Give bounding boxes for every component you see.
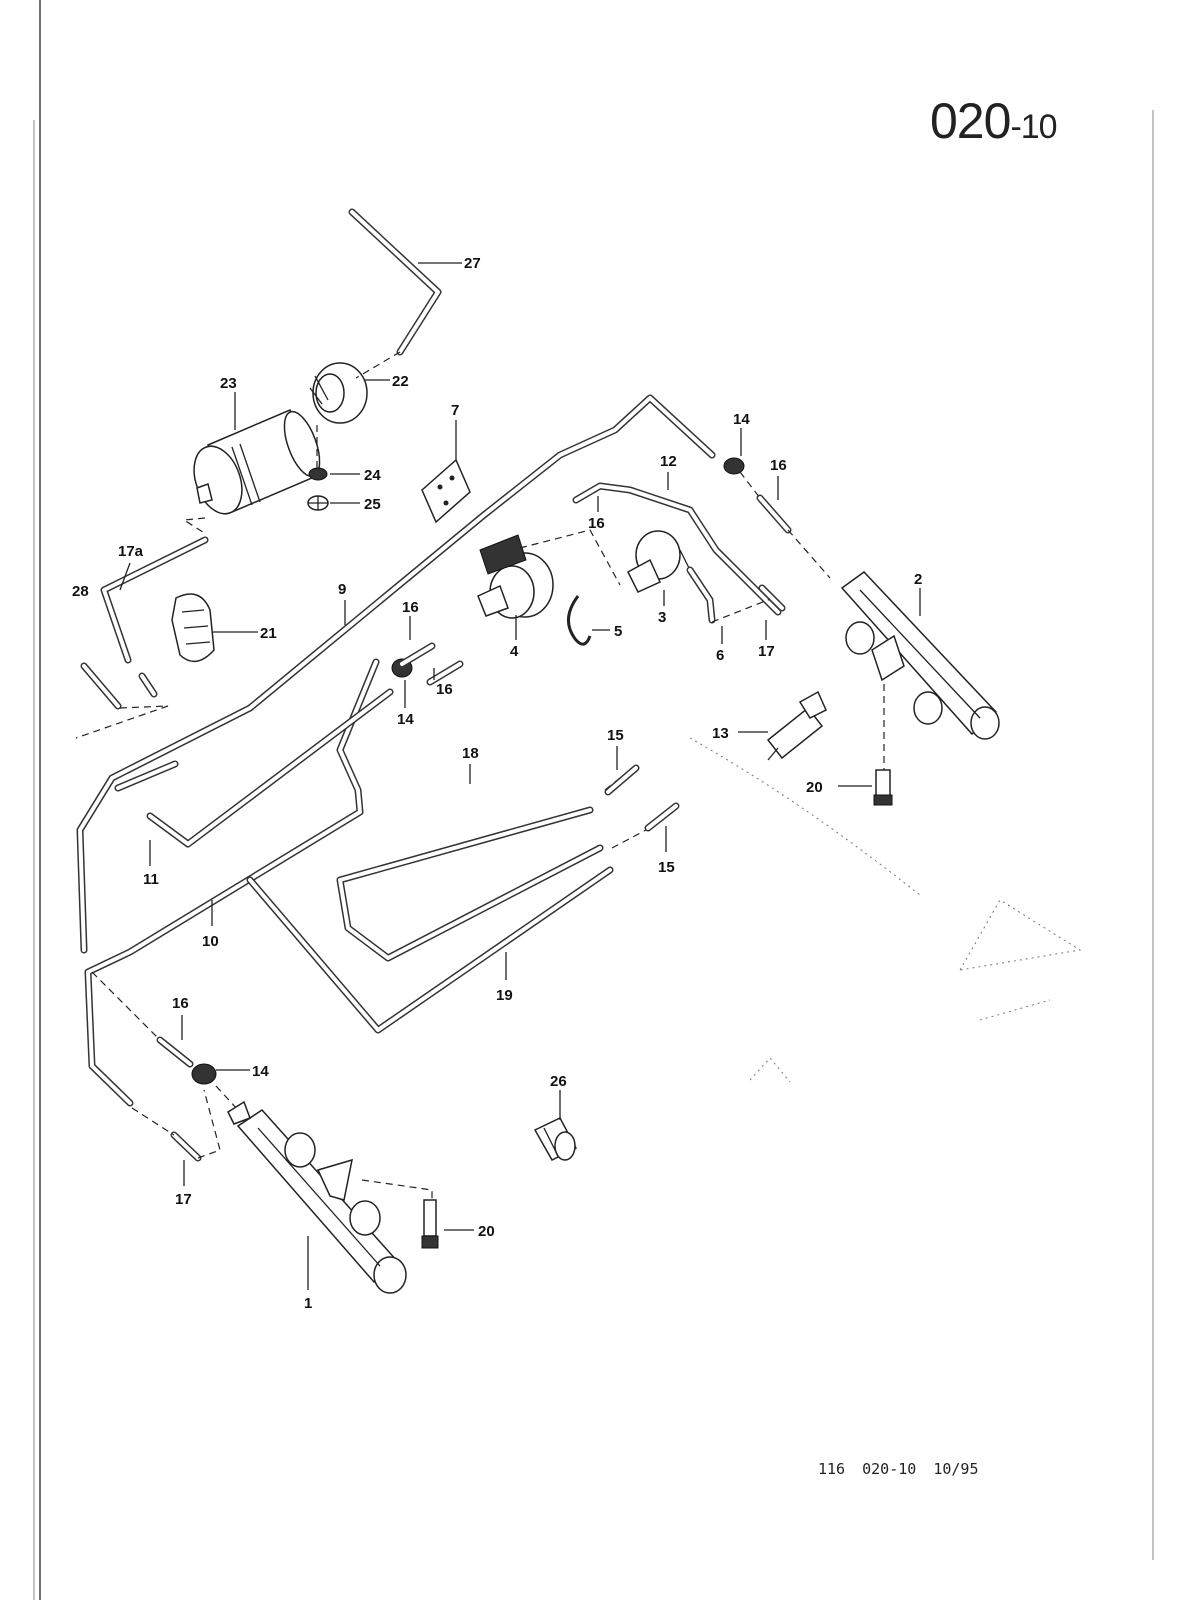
part-16-hose-lower	[156, 1036, 194, 1068]
part-19-line	[246, 866, 614, 1034]
callout-16-upper: 16	[588, 515, 605, 532]
callout-15-b: 15	[658, 859, 675, 876]
callout-24: 24	[364, 467, 381, 484]
callout-19: 19	[496, 987, 513, 1004]
callout-28: 28	[72, 583, 89, 600]
callout-27: 27	[464, 255, 481, 272]
part-18-line	[336, 806, 604, 962]
part-28-hose-piece	[80, 662, 158, 710]
callout-26: 26	[550, 1073, 567, 1090]
part-6-line	[686, 566, 716, 624]
part-15-hose-b	[644, 802, 680, 832]
callout-5: 5	[614, 623, 622, 640]
callout-13: 13	[712, 725, 729, 742]
part-10-fuel-line	[84, 658, 380, 1107]
callout-10: 10	[202, 933, 219, 950]
part-15-hose-a	[604, 764, 640, 796]
part-3-pressure-regulator	[627, 530, 691, 593]
part-17-hose-right	[758, 584, 786, 612]
callout-7: 7	[451, 402, 459, 419]
callout-6: 6	[716, 647, 724, 664]
part-26-plug	[533, 1117, 578, 1161]
callout-14-bottom: 14	[252, 1063, 269, 1080]
callout-21: 21	[260, 625, 277, 642]
part-17-hose-lower	[170, 1131, 202, 1162]
part-5-wire	[567, 595, 592, 646]
callout-2: 2	[914, 571, 922, 588]
callout-18: 18	[462, 745, 479, 762]
callout-1: 1	[304, 1295, 312, 1312]
part-20-bolt-lower	[421, 1199, 439, 1249]
page-code-header: 020-10	[930, 92, 1058, 150]
page-code-sub: -10	[1010, 108, 1057, 146]
callout-4: 4	[510, 643, 519, 660]
part-25-seal	[307, 495, 329, 511]
part-9-fuel-line	[76, 394, 716, 954]
part-4-fuel-pump	[477, 534, 554, 619]
callout-16-lower: 16	[172, 995, 189, 1012]
callout-16-right: 16	[770, 457, 787, 474]
callout-20-right: 20	[806, 779, 823, 796]
part-2-fuel-rail	[840, 571, 1000, 740]
callout-17a: 17a	[118, 543, 144, 560]
part-13-injector	[766, 690, 827, 761]
part-23-fuel-filter	[193, 408, 321, 515]
callout-16-mid-b: 16	[436, 681, 453, 698]
page-code-footer: 116 020-10 10/95	[818, 1460, 979, 1478]
part-21-clip	[171, 593, 215, 663]
callout-23: 23	[220, 375, 237, 392]
callout-12: 12	[660, 453, 677, 470]
callout-9: 9	[338, 581, 346, 598]
part-16-hose-mid-b	[426, 660, 464, 686]
callout-22: 22	[392, 373, 409, 390]
callout-14-middle: 14	[397, 711, 414, 728]
part-1-fuel-rail	[227, 1100, 407, 1294]
callout-15-a: 15	[607, 727, 624, 744]
callout-17-lower: 17	[175, 1191, 192, 1208]
part-12-line	[572, 482, 782, 616]
callout-leader-lines	[119, 262, 921, 1290]
part-14-clamp-bottom	[191, 1063, 217, 1085]
callout-3: 3	[658, 609, 666, 626]
pencil-sketch-marks	[689, 737, 1082, 1083]
part-11-return-line	[114, 688, 394, 848]
callout-25: 25	[364, 496, 381, 513]
part-17a-hose	[100, 536, 209, 664]
part-20-bolt-right	[873, 769, 893, 806]
part-16-hose-mid-a	[398, 642, 436, 668]
callout-17-right: 17	[758, 643, 775, 660]
part-22-cap	[309, 362, 368, 424]
page-code-main: 020	[930, 93, 1011, 149]
part-24-washer	[308, 467, 328, 481]
part-27-filler-pipe	[348, 208, 442, 356]
callout-11: 11	[143, 871, 159, 888]
callout-16-mid-a: 16	[402, 599, 419, 616]
part-16-hose-right	[756, 494, 792, 534]
part-7-bracket-plate	[421, 458, 471, 524]
callout-20-lower: 20	[478, 1223, 495, 1240]
part-14-clamp-top	[723, 457, 745, 475]
callout-14-top: 14	[733, 411, 750, 428]
